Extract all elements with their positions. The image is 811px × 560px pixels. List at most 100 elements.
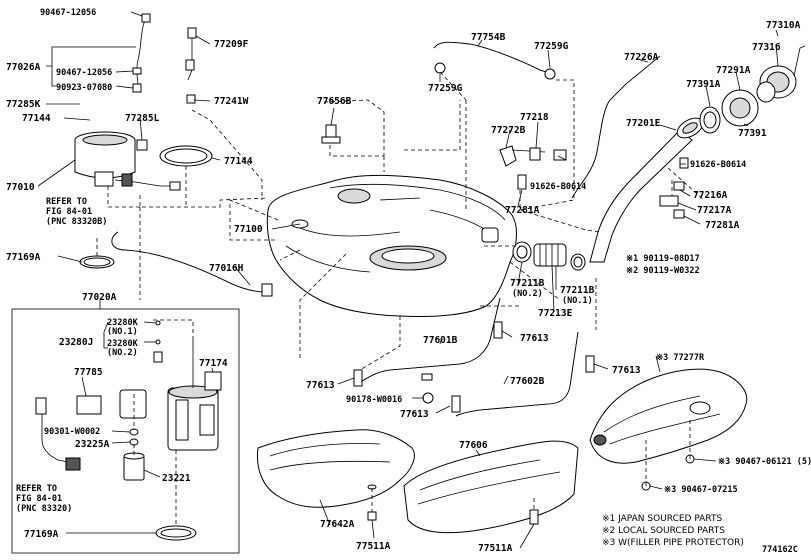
label-refer1-c: (PNC 83320B) [46,217,107,227]
label-77391A: 77391A [686,79,721,90]
label-77511A-a: 77511A [356,541,391,552]
vent-tube-77754B [433,41,556,80]
label-90923-07080: 90923-07080 [56,83,112,93]
label-refer2-c: (PNC 83320) [16,504,72,514]
label-77272B: 77272B [491,125,526,136]
label-77310A: 77310A [766,20,801,31]
label-77613-a: 77613 [520,333,549,344]
label-77613-c: 77613 [400,409,429,420]
label-90119-08D17: ※1 90119-08D17 [626,254,700,264]
bracket-group-77218 [499,145,567,190]
label-no2-b: (NO.2) [512,289,543,299]
label-91626-B0614-b: 91626-B0614 [690,160,746,170]
part-labels: 90467-12056 77026A 90467-12056 90923-070… [6,8,811,554]
label-refer2-b: FIG 84-01 [16,494,62,504]
label-77291A: 77291A [716,65,751,76]
fuel-tank-77100 [266,174,517,317]
label-23280J: 23280J [59,337,93,348]
label-23280K-2: 23280K [107,339,139,349]
label-77226A: 77226A [624,52,659,63]
label-77277R: ※3 77277R [656,353,705,363]
filler-pipe-protector-77277R [589,368,748,491]
pump-assembly-box [11,308,240,554]
sensor-wire-group [136,27,197,151]
solid-leader-lines [37,11,779,549]
gasket-ring-bottom-inner [160,528,192,538]
label-90467-12056-mid: 90467-12056 [56,68,112,78]
label-77218: 77218 [520,112,549,123]
tank-protector-77642A [256,429,415,521]
label-77656B: 77656B [317,96,352,107]
label-77201E: 77201E [626,118,661,129]
label-refer1-a: REFER TO [46,197,87,207]
tank-band-77602B [422,331,595,417]
label-77391: 77391 [738,128,767,139]
figure-code: 774162C [762,545,798,555]
label-77216A: 77216A [693,190,728,201]
label-90467-12056-top: 90467-12056 [40,8,96,18]
label-77511A-b: 77511A [478,543,513,554]
heat-insulator-77606 [403,440,579,534]
label-77016H: 77016H [209,263,244,274]
evap-hose-group [132,13,151,93]
label-77144-left: 77144 [22,113,51,124]
note-japan-sourced: ※1 JAPAN SOURCED PARTS [602,514,722,524]
hose-clamp-77211B [512,241,586,271]
label-77020A: 77020A [82,292,117,303]
fuel-pump-assembly [35,320,222,481]
label-77602B: 77602B [510,376,545,387]
label-77100: 77100 [234,224,263,235]
label-77211B-a: 77211B [510,278,545,289]
legend-notes: ※1 JAPAN SOURCED PARTS ※2 LOCAL SOURCED … [602,514,798,555]
label-77316: 77316 [752,42,781,53]
label-77010: 77010 [6,182,35,193]
label-77211B-b: 77211B [560,285,595,296]
label-77217A: 77217A [697,205,732,216]
label-77285K: 77285K [6,99,41,110]
filler-pipe-77201E [589,117,704,263]
label-77281A-b: 77281A [705,220,740,231]
label-77642A: 77642A [320,519,355,530]
label-no2-a: (NO.2) [107,348,138,358]
label-77241W: 77241W [214,96,249,107]
label-77601B: 77601B [423,335,458,346]
label-77174: 77174 [199,358,228,369]
label-77259G-a: 77259G [534,41,569,52]
fuel-sender-gauge-group [74,131,181,191]
label-77209F: 77209F [214,39,249,50]
label-77259G-b: 77259G [428,83,463,94]
label-no1-b: (NO.1) [562,296,593,306]
dashed-leader-lines [96,71,705,526]
label-77026A: 77026A [6,62,41,73]
note-filler-pipe-protector: ※3 W(FILLER PIPE PROTECTOR) [602,538,744,548]
label-refer2-a: REFER TO [16,484,57,494]
label-23221: 23221 [162,473,191,484]
label-23225A: 23225A [75,439,110,450]
tank-band-77601B [353,297,503,387]
label-77281A-a: 77281A [505,205,540,216]
label-90467-06121: ※3 90467-06121 (5) [718,457,811,467]
fuel-hose-77016H [111,231,273,297]
label-90467-07215: ※3 90467-07215 [664,485,738,495]
label-77169A-bot: 77169A [24,529,59,540]
label-refer1-b: FIG 84-01 [46,207,92,217]
label-77613-b: 77613 [306,380,335,391]
gasket-ring-group [79,145,213,269]
label-77613-d: 77613 [612,365,641,376]
label-77754B: 77754B [471,32,506,43]
label-77606: 77606 [459,440,488,451]
label-77169A-top: 77169A [6,252,41,263]
label-77285L: 77285L [125,113,160,124]
note-local-sourced: ※2 LOCAL SOURCED PARTS [602,526,725,536]
label-90301-W0002: 90301-W0002 [44,427,100,437]
breather-tube-77226A [571,55,661,199]
label-23280K-1: 23280K [107,318,139,328]
label-no1-a: (NO.1) [107,327,138,337]
label-90178-W0016: 90178-W0016 [346,395,402,405]
filler-cap-77310A [699,45,806,134]
label-77785: 77785 [74,367,103,378]
label-90119-W0322: ※2 90119-W0322 [626,266,700,276]
label-77213E: 77213E [538,308,573,319]
label-77144-right: 77144 [224,156,253,167]
